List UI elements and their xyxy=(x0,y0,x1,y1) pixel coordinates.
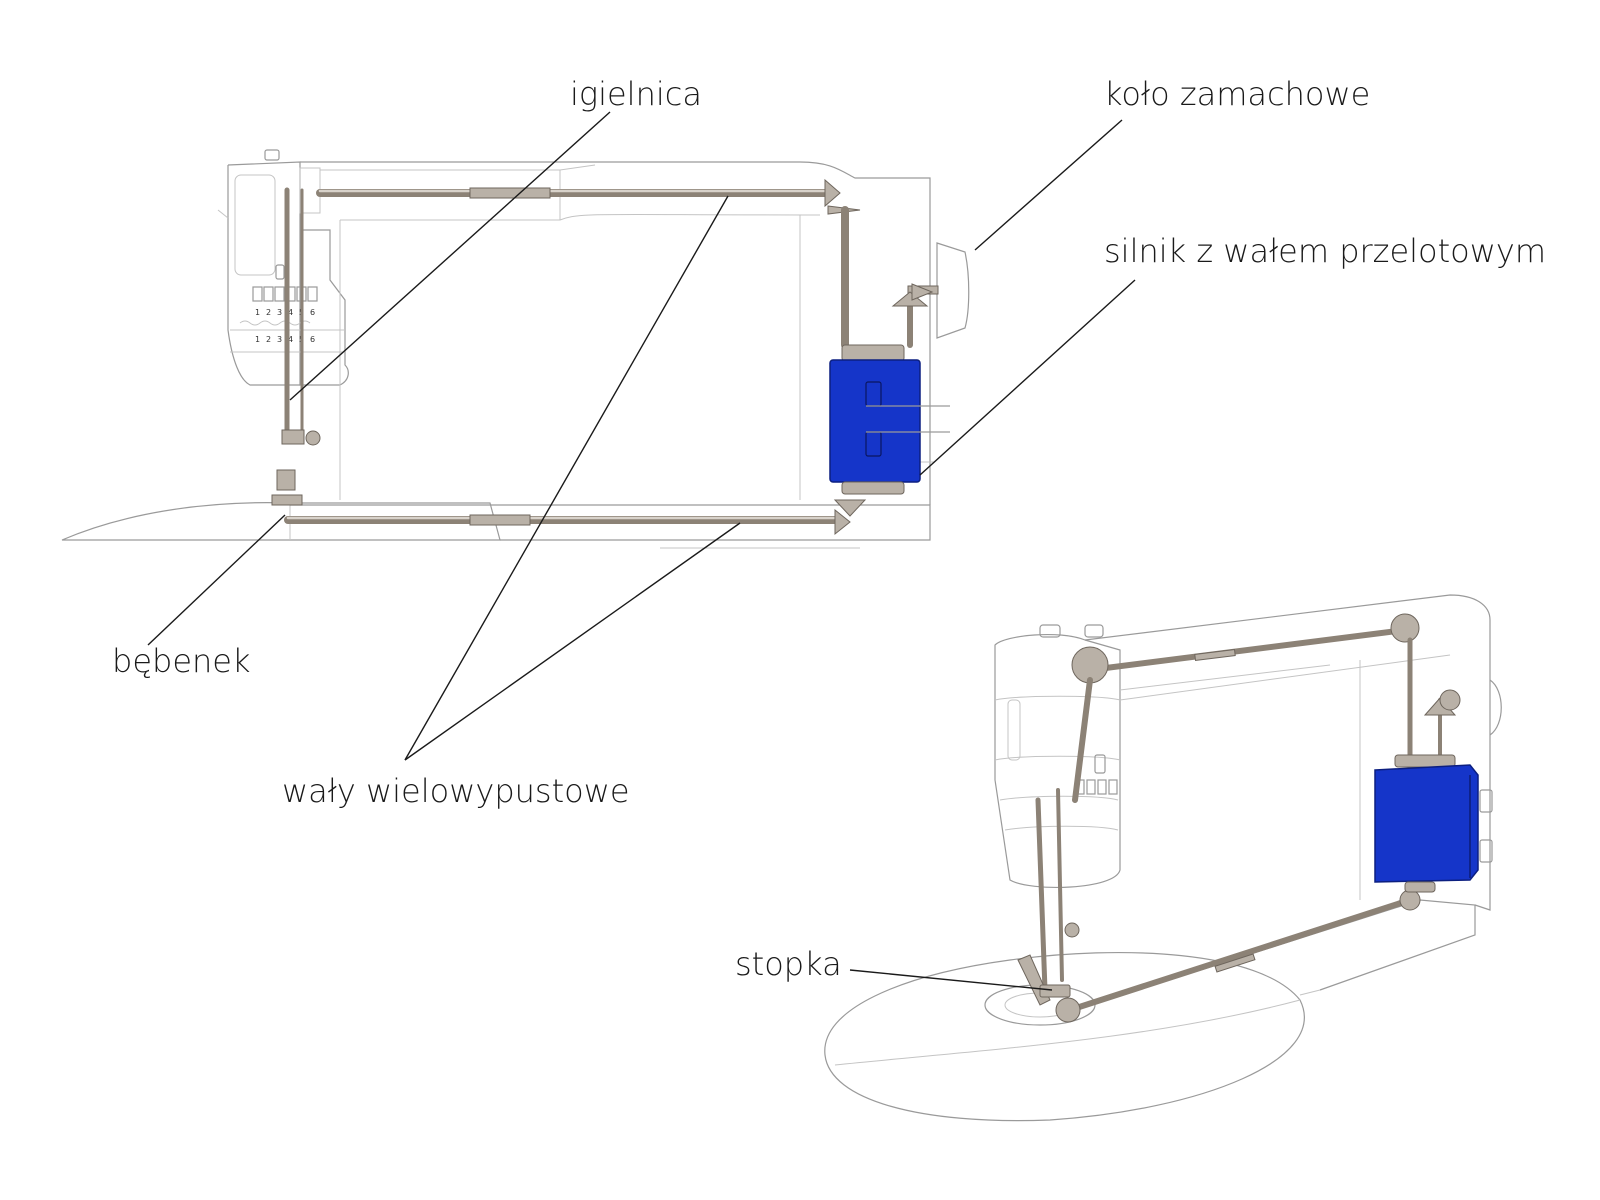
dial-top-2: 2 xyxy=(266,308,271,317)
label-stopka: stopka xyxy=(735,945,842,983)
leader-lines xyxy=(147,111,1136,991)
label-igielnica: igielnica xyxy=(570,75,702,113)
dial-bottom-4: 4 xyxy=(288,335,293,344)
dial-top-4: 4 xyxy=(288,308,293,317)
label-silnik: silnik z wałem przelotowym xyxy=(1104,232,1546,270)
side-view-motor xyxy=(829,344,950,517)
side-view-handwheel xyxy=(936,242,970,339)
side-view-needle-bar xyxy=(271,187,321,506)
side-view-lower-shaft xyxy=(284,508,851,536)
dial-bottom-3: 3 xyxy=(277,335,282,344)
dial-top-1: 1 xyxy=(255,308,260,317)
leader-silnik xyxy=(919,279,1136,476)
perspective-needle-bar xyxy=(1017,788,1080,1006)
dial-top-6: 6 xyxy=(310,308,315,317)
perspective-bed xyxy=(1074,899,1476,1011)
labels: igielnica koło zamachowe silnik z wałem … xyxy=(112,75,1546,983)
side-view-head xyxy=(227,161,349,386)
perspective-arm xyxy=(1084,594,1491,911)
label-kolo-zamachowe: koło zamachowe xyxy=(1104,75,1370,113)
label-bebenek: bębenek xyxy=(112,642,251,680)
dial-bottom-2: 2 xyxy=(266,335,271,344)
perspective-view xyxy=(824,594,1502,1122)
leader-waly-upper xyxy=(404,195,729,761)
leader-igielnica xyxy=(289,111,611,401)
side-view: 1 2 3 4 5 6 1 2 3 4 5 6 xyxy=(61,149,970,549)
perspective-shafts xyxy=(1055,613,1461,1023)
dial-top-3: 3 xyxy=(277,308,282,317)
leader-bebenek xyxy=(147,514,286,646)
leader-waly-lower xyxy=(404,522,741,761)
side-view-upper-shaft xyxy=(316,178,861,215)
dial-bottom-1: 1 xyxy=(255,335,260,344)
perspective-head xyxy=(994,633,1121,889)
label-waly: wały wielowypustowe xyxy=(282,772,630,810)
perspective-extension-table xyxy=(824,951,1305,1122)
side-view-arm xyxy=(300,161,931,505)
dial-bottom-6: 6 xyxy=(310,335,315,344)
leader-stopka xyxy=(849,969,1053,991)
perspective-motor xyxy=(1374,754,1493,893)
leader-kolo-zamachowe xyxy=(974,119,1123,251)
